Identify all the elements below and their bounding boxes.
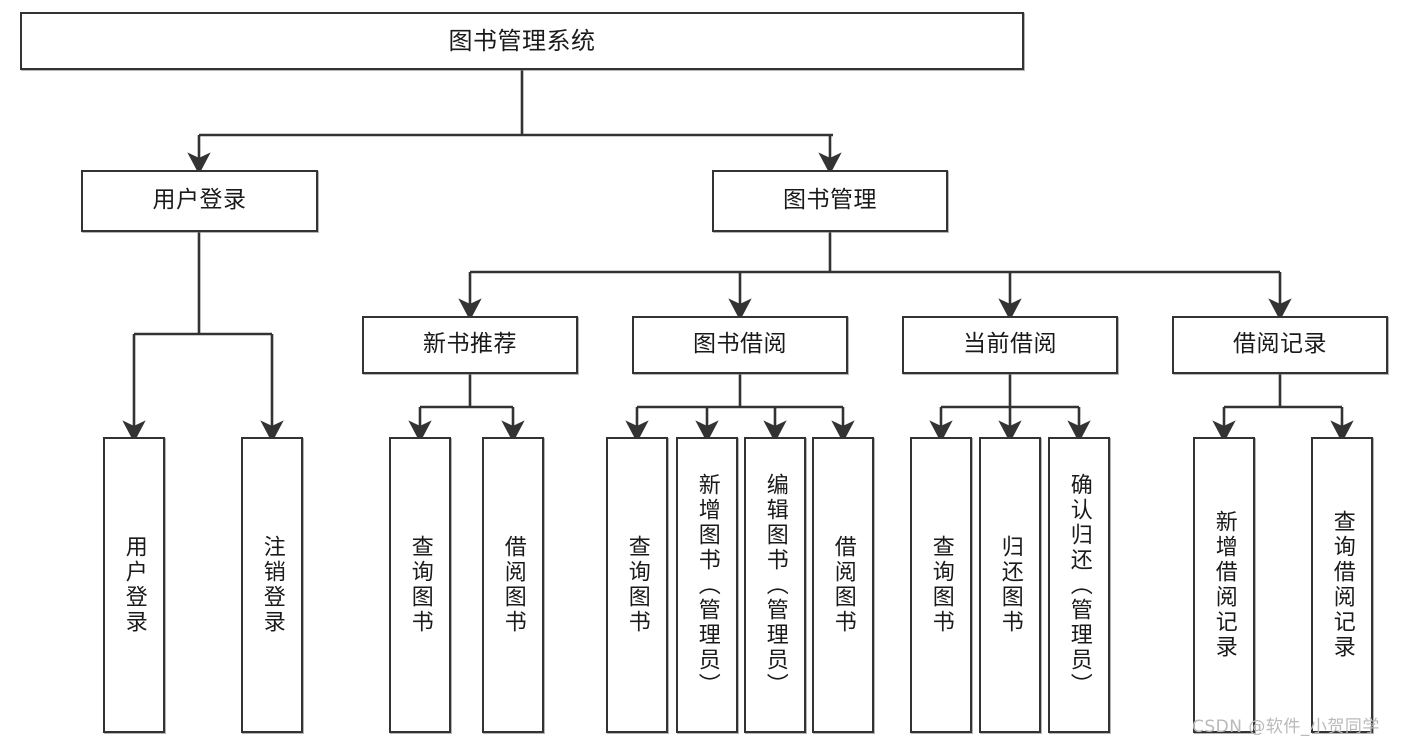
node-leaf-rec-search[interactable]: 查询借阅记录 — [1311, 437, 1373, 733]
node-leaf-user-logout-label: 注销登录 — [259, 535, 285, 635]
node-leaf-borrow-add[interactable]: 新增图书（管理员） — [676, 437, 738, 733]
node-leaf-cur-return-label: 归还图书 — [997, 535, 1023, 635]
node-leaf-rec-add[interactable]: 新增借阅记录 — [1193, 437, 1255, 733]
node-leaf-cur-query[interactable]: 查询图书 — [910, 437, 972, 733]
node-root-label: 图书管理系统 — [448, 26, 596, 55]
node-book-borrow[interactable]: 图书借阅 — [632, 316, 848, 374]
node-leaf-user-logout[interactable]: 注销登录 — [241, 437, 303, 733]
node-leaf-cur-return[interactable]: 归还图书 — [979, 437, 1041, 733]
node-leaf-cur-confirm[interactable]: 确认归还（管理员） — [1048, 437, 1110, 733]
node-leaf-rec-borrow-label: 借阅图书 — [500, 535, 526, 635]
node-leaf-borrow-add-label: 新增图书（管理员） — [694, 472, 720, 698]
node-book-borrow-label: 图书借阅 — [693, 331, 787, 358]
node-current-borrow[interactable]: 当前借阅 — [902, 316, 1118, 374]
node-new-book-rec[interactable]: 新书推荐 — [362, 316, 578, 374]
node-leaf-borrow-query-label: 查询图书 — [624, 535, 650, 635]
node-leaf-borrow-do-label: 借阅图书 — [830, 535, 856, 635]
node-current-borrow-label: 当前借阅 — [963, 331, 1057, 358]
node-leaf-rec-borrow[interactable]: 借阅图书 — [482, 437, 544, 733]
node-leaf-user-login-label: 用户登录 — [121, 535, 147, 635]
node-leaf-rec-search-label: 查询借阅记录 — [1329, 510, 1355, 660]
node-leaf-rec-query[interactable]: 查询图书 — [389, 437, 451, 733]
node-user-login-label: 用户登录 — [152, 187, 247, 214]
node-borrow-record[interactable]: 借阅记录 — [1172, 316, 1388, 374]
node-leaf-cur-query-label: 查询图书 — [928, 535, 954, 635]
node-leaf-user-login[interactable]: 用户登录 — [103, 437, 165, 733]
node-book-manage[interactable]: 图书管理 — [712, 170, 948, 232]
node-leaf-rec-query-label: 查询图书 — [407, 535, 433, 635]
node-leaf-cur-confirm-label: 确认归还（管理员） — [1066, 472, 1092, 698]
node-leaf-borrow-edit-label: 编辑图书（管理员） — [762, 472, 788, 698]
node-user-login[interactable]: 用户登录 — [81, 170, 318, 232]
node-new-book-rec-label: 新书推荐 — [423, 331, 517, 358]
node-root[interactable]: 图书管理系统 — [20, 12, 1024, 70]
node-borrow-record-label: 借阅记录 — [1233, 331, 1327, 358]
node-leaf-rec-add-label: 新增借阅记录 — [1211, 510, 1237, 660]
node-book-manage-label: 图书管理 — [783, 187, 877, 214]
node-leaf-borrow-edit[interactable]: 编辑图书（管理员） — [744, 437, 806, 733]
node-leaf-borrow-do[interactable]: 借阅图书 — [812, 437, 874, 733]
watermark-text: CSDN @软件_小贺同学 — [1192, 717, 1380, 737]
node-leaf-borrow-query[interactable]: 查询图书 — [606, 437, 668, 733]
